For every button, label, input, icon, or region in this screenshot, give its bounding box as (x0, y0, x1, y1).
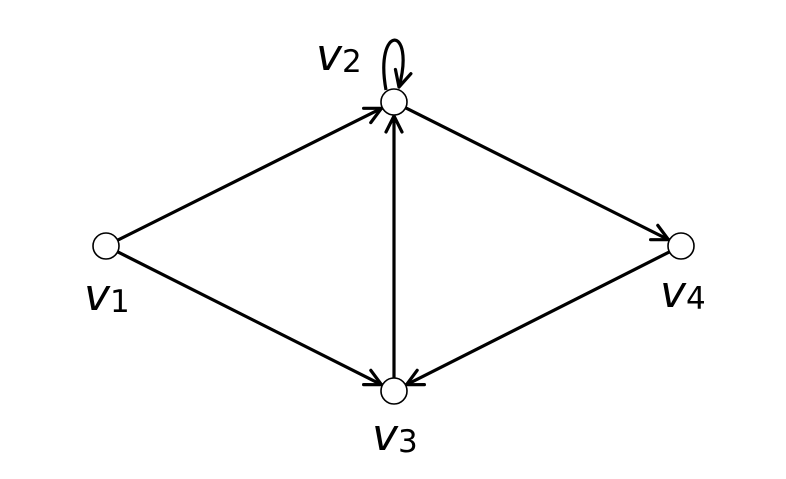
edge-v4-v3 (404, 250, 671, 387)
edge-v1-v2 (116, 106, 384, 242)
edges-layer (116, 38, 671, 387)
label-v4: v4 (660, 267, 706, 318)
edge-v2-v2 (382, 38, 413, 91)
label-v3: v3 (372, 410, 418, 461)
label-v1: v1 (84, 270, 130, 321)
node-v2 (380, 88, 408, 116)
node-v3 (380, 377, 408, 405)
node-v4 (667, 232, 695, 260)
nodes-layer (92, 88, 695, 405)
edge-v2-v4 (404, 106, 671, 242)
node-v1 (92, 232, 120, 260)
edge-v1-v3 (116, 250, 384, 387)
label-v2: v2 (316, 30, 362, 81)
